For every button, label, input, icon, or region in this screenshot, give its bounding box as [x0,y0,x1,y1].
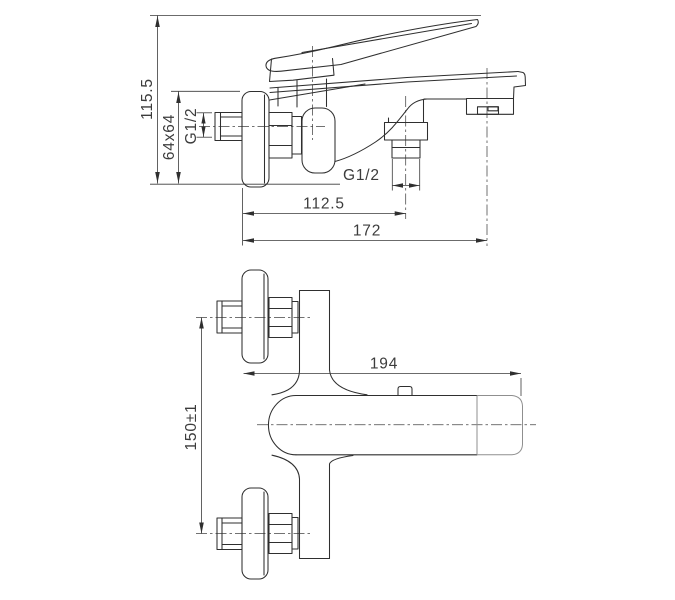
dim-outlet-thread: G1/2 [343,167,420,188]
dim-outlet-thread-label: G1/2 [343,167,380,184]
spout-top-edge [269,70,519,89]
dim-inlet-thread: G1/2 [183,108,206,145]
upper-flange [241,269,269,364]
nut-ring [291,115,303,155]
spout-end [512,70,527,100]
valve-body [301,107,336,174]
dim-inlet-centers-label: 150±1 [183,404,200,451]
dim-inlet-centers: 150±1 [183,317,204,534]
front-view-dimensions: 150±1 194 [183,317,522,534]
dim-inlet-thread-label: G1/2 [183,108,200,145]
dim-overall-height: 115.5 [139,15,160,184]
lower-connector [216,487,299,580]
dim-overall-depth: 172 [243,223,487,243]
upper-leg [271,289,368,396]
upper-connector [216,269,299,364]
lower-leg [271,454,354,560]
dim-overall-depth-label: 172 [353,223,381,240]
spout-underside-curve [334,98,428,163]
dim-flange-size-label: 64x64 [161,114,178,160]
handle-cap [268,57,335,83]
upper-nut-ring [291,300,299,334]
handle-top-edge-line [301,22,473,54]
dim-body-length: 194 [243,356,522,396]
dim-spout-reach: 112.5 [243,196,406,216]
diverter-button [397,385,413,396]
lower-flange [241,487,269,580]
body-end-cap [477,395,523,456]
dim-body-length-label: 194 [370,356,398,373]
lower-nut-ring [291,516,299,550]
body-shoulder-line [268,83,366,101]
mixer-body [268,385,523,456]
aerator-notch [487,106,499,112]
front-view [196,269,536,580]
handle-lever [265,18,479,72]
outlet-thread [391,139,421,159]
side-view [199,18,527,246]
spout-top-edge-inner [269,75,518,94]
side-view-dimensions: 115.5 64x64 G1/2 G1/2 112.5 [139,15,487,246]
inlet-nipple [214,111,243,142]
dim-spout-reach-label: 112.5 [303,196,345,213]
hex-nut [268,111,293,159]
dim-overall-height-label: 115.5 [139,78,156,120]
dim-flange-size: 64x64 [161,91,181,184]
body-left-arc [268,394,297,456]
